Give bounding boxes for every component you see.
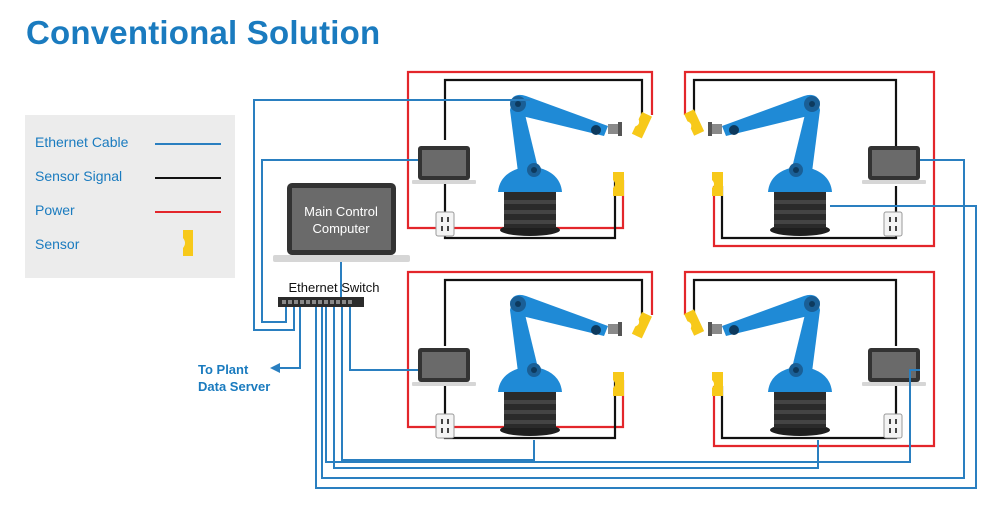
legend-swatch-power bbox=[155, 211, 221, 213]
legend-label: Sensor Signal bbox=[35, 168, 123, 184]
sensor-icon bbox=[183, 230, 193, 256]
cell-top-left bbox=[406, 70, 654, 240]
ethernet-cables bbox=[253, 99, 977, 489]
legend: Ethernet Cable Sensor Signal Power Senso… bbox=[25, 115, 235, 278]
legend-item-sensor-signal: Sensor Signal bbox=[35, 168, 230, 188]
cell-bottom-left bbox=[406, 270, 654, 440]
legend-item-ethernet: Ethernet Cable bbox=[35, 134, 230, 154]
legend-item-sensor: Sensor bbox=[35, 230, 230, 256]
main-control-computer: Main Control Computer bbox=[273, 183, 410, 262]
legend-label: Power bbox=[35, 202, 75, 218]
legend-item-power: Power bbox=[35, 202, 230, 222]
ethernet-switch: Ethernet Switch bbox=[278, 280, 380, 307]
plant-data-server: To Plant Data Server bbox=[198, 362, 270, 394]
switch-label: Ethernet Switch bbox=[288, 280, 379, 295]
main-computer-label-line1: Main Control bbox=[304, 204, 378, 219]
main-computer-label-line2: Computer bbox=[312, 221, 370, 236]
cell-top-right bbox=[683, 70, 936, 248]
legend-label: Ethernet Cable bbox=[35, 134, 129, 150]
plant-label-line2: Data Server bbox=[198, 379, 270, 394]
plant-label-line1: To Plant bbox=[198, 362, 249, 377]
legend-swatch-sensor-signal bbox=[155, 177, 221, 179]
legend-label: Sensor bbox=[35, 236, 80, 252]
page-title: Conventional Solution bbox=[26, 14, 381, 51]
cell-bottom-right bbox=[683, 270, 936, 448]
legend-swatch-ethernet bbox=[155, 143, 221, 145]
